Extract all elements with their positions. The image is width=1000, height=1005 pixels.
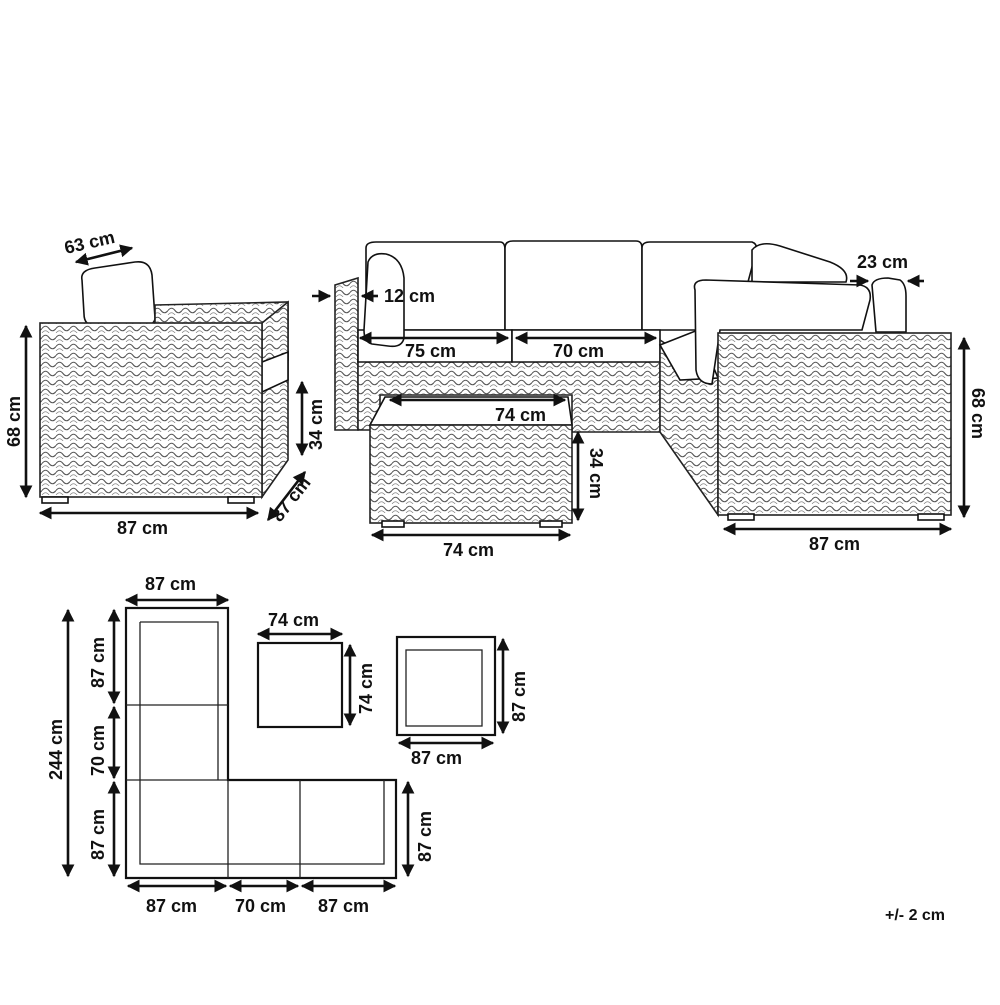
table-width-label: 74 cm (443, 540, 494, 560)
end-module-width-label: 87 cm (809, 534, 860, 554)
sofa-drawing (334, 240, 952, 528)
dimension-lines (19, 244, 971, 893)
plan-left-bottom-label: 87 cm (88, 809, 108, 860)
pillow-depth-label: 23 cm (857, 252, 908, 272)
corner-cushion-width-label: 75 cm (405, 341, 456, 361)
plan-right-height-label: 87 cm (415, 811, 435, 862)
plan-bottom-middle-label: 70 cm (235, 896, 286, 916)
plan-view (124, 606, 497, 880)
armchair-depth-label: 87 cm (267, 473, 314, 526)
tolerance-note: +/- 2 cm (885, 907, 945, 924)
table-top-depth-label: 74 cm (495, 405, 546, 425)
armchair-width-label: 87 cm (117, 518, 168, 538)
armchair-height-label: 68 cm (4, 396, 24, 447)
plan-bottom-left-label: 87 cm (146, 896, 197, 916)
arm-width-label: 12 cm (384, 286, 435, 306)
plan-chair-width-label: 87 cm (411, 748, 462, 768)
dimension-labels: 63 cm 68 cm 34 cm 87 cm 87 cm 12 cm 75 c… (4, 227, 988, 924)
plan-left-middle-label: 70 cm (88, 725, 108, 776)
plan-table-width-label: 74 cm (268, 610, 319, 630)
armchair-drawing (39, 260, 289, 504)
plan-bottom-right-label: 87 cm (318, 896, 369, 916)
table-height-label: 34 cm (586, 448, 606, 499)
armchair-seat-height-label: 34 cm (306, 399, 326, 450)
plan-left-top-label: 87 cm (88, 637, 108, 688)
middle-cushion-width-label: 70 cm (553, 341, 604, 361)
plan-total-length-label: 244 cm (46, 719, 66, 780)
end-module-height-label: 68 cm (968, 388, 988, 439)
plan-top-width-label: 87 cm (145, 574, 196, 594)
plan-chair-depth-label: 87 cm (509, 671, 529, 722)
plan-table-depth-label: 74 cm (356, 663, 376, 714)
